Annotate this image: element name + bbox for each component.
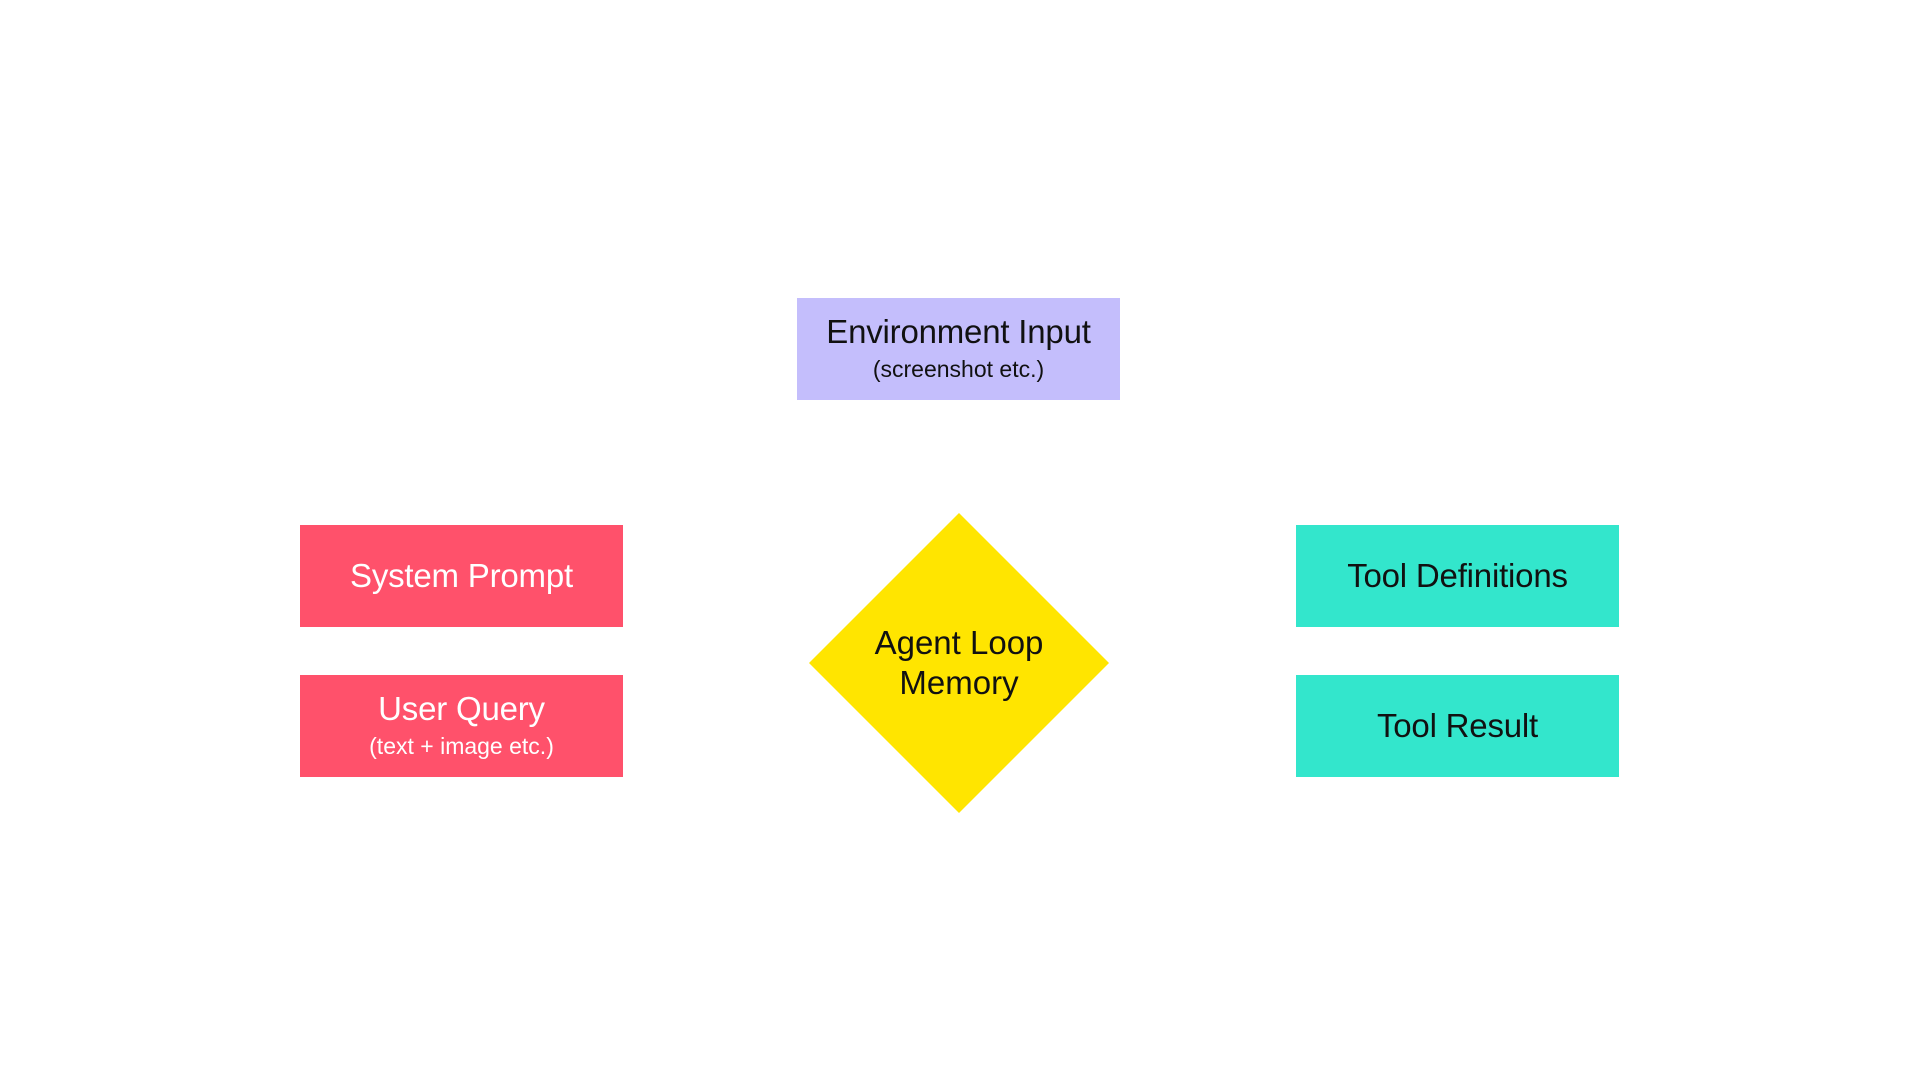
agent-loop-memory-line1: Agent Loop: [874, 624, 1044, 662]
tool-definitions-title: Tool Definitions: [1347, 556, 1568, 594]
system-prompt-node: System Prompt: [300, 525, 623, 627]
agent-loop-memory-line2: Memory: [899, 664, 1019, 701]
system-prompt-title: System Prompt: [350, 556, 573, 594]
environment-input-node: Environment Input (screenshot etc.): [797, 298, 1120, 400]
tool-result-node: Tool Result: [1296, 675, 1619, 777]
agent-loop-memory-label: Agent Loop Memory: [809, 513, 1109, 813]
environment-input-title: Environment Input: [826, 313, 1091, 351]
diamond-shape: [809, 513, 1109, 813]
agent-loop-memory-diamond: [809, 513, 1109, 813]
tool-definitions-node: Tool Definitions: [1296, 525, 1619, 627]
user-query-title: User Query: [378, 690, 545, 728]
user-query-subtitle: (text + image etc.): [369, 732, 554, 759]
environment-input-subtitle: (screenshot etc.): [872, 355, 1045, 382]
tool-result-title: Tool Result: [1376, 706, 1539, 744]
agent-loop-memory-node: Agent Loop Memory: [809, 513, 1109, 813]
user-query-node: User Query (text + image etc.): [300, 675, 623, 777]
